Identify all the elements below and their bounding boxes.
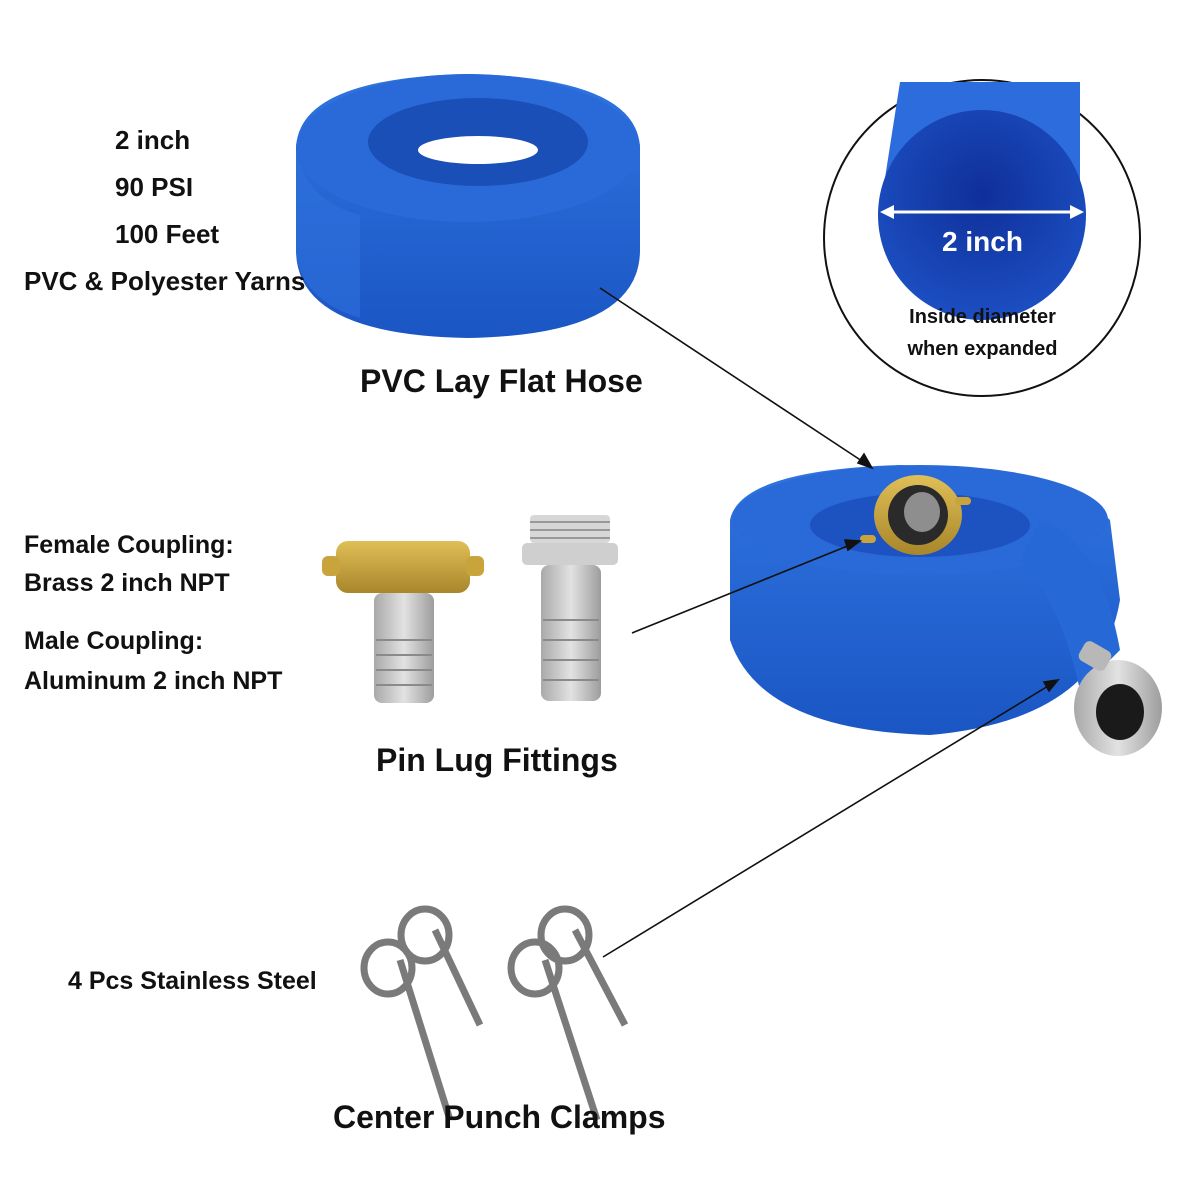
spec-size: 2 inch [115, 125, 191, 155]
spec-material: PVC & Polyester Yarns [24, 266, 306, 296]
female-coupling-detail: Brass 2 inch NPT [24, 569, 230, 597]
diameter-note-line1: Inside diameter [909, 306, 1056, 328]
clamps-caption: Center Punch Clamps [333, 1099, 666, 1135]
male-coupling-title: Male Coupling: [24, 627, 204, 655]
male-coupling-detail: Aluminum 2 inch NPT [24, 667, 283, 695]
spec-length: 100 Feet [115, 219, 220, 249]
spec-pressure: 90 PSI [115, 172, 194, 202]
clamps-image [360, 905, 629, 1122]
rolled-hose-image [296, 74, 640, 338]
diameter-callout-image [823, 79, 1141, 397]
fittings-caption: Pin Lug Fittings [376, 742, 618, 778]
hose-caption: PVC Lay Flat Hose [360, 363, 643, 399]
clamps-label: 4 Pcs Stainless Steel [68, 967, 317, 995]
hose-assembly-image [730, 465, 1162, 756]
pin-lug-fittings-image [322, 515, 618, 703]
female-coupling-title: Female Coupling: [24, 531, 234, 559]
leader-lines [599, 287, 1060, 958]
diameter-measurement: 2 inch [942, 226, 1023, 257]
diameter-note-line2: when expanded [907, 338, 1058, 360]
